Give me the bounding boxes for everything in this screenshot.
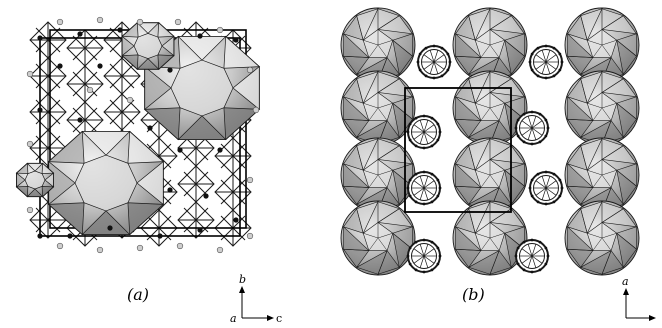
atom-dark: [57, 63, 63, 69]
spoked-ring: [528, 170, 564, 206]
atom-light: [216, 26, 224, 34]
polyhedron-upper-mid: [121, 21, 175, 71]
spoked-ring: [406, 238, 442, 274]
spoked-ring: [528, 44, 564, 80]
atom-light: [136, 18, 144, 26]
atom-dark: [67, 233, 73, 239]
atom-dark: [97, 63, 103, 69]
atom-dark: [203, 193, 209, 199]
panel-a: (a) b a c: [15, 16, 282, 325]
atom-dark: [37, 107, 43, 113]
panel-a-label: (a): [127, 285, 149, 304]
panel-a-polyhedra: [15, 21, 261, 236]
icosahedron: [340, 70, 416, 146]
polyhedron-lower-left: [47, 130, 165, 236]
atom-light: [176, 242, 184, 250]
panel-a-axis-c: c: [276, 312, 282, 325]
panel-a-axis-a: a: [230, 312, 237, 325]
atom-dark: [37, 35, 43, 41]
atom-dark: [37, 233, 43, 239]
panel-b-label: (b): [462, 285, 485, 304]
panel-b-axes-indicator: a: [622, 275, 656, 321]
icosahedron: [564, 137, 640, 213]
atom-dark: [217, 147, 223, 153]
icosahedron: [452, 70, 528, 146]
atom-dark: [77, 117, 83, 123]
atom-light: [56, 242, 64, 250]
atom-light: [96, 16, 104, 24]
spoked-ring: [514, 238, 550, 274]
icosahedron: [452, 7, 528, 83]
atom-dark: [233, 37, 239, 43]
icosahedron: [564, 70, 640, 146]
atom-dark: [197, 33, 203, 39]
panel-a-axis-b: b: [239, 273, 246, 286]
icosahedron: [564, 7, 640, 83]
icosahedron: [340, 7, 416, 83]
atom-dark: [107, 225, 113, 231]
panel-b-unit-cell: [404, 87, 512, 213]
icosahedron: [452, 200, 528, 276]
atom-light: [246, 66, 254, 74]
atom-light: [174, 18, 182, 26]
spoked-ring: [406, 170, 442, 206]
panel-b-rings: [406, 44, 564, 274]
atom-light: [86, 86, 94, 94]
spoked-ring: [514, 110, 550, 146]
icosahedron: [340, 137, 416, 213]
atom-dark: [157, 233, 163, 239]
atom-dark: [167, 67, 173, 73]
atom-light: [126, 96, 134, 104]
panel-b-icosahedra: [340, 7, 640, 276]
atom-dark: [147, 125, 153, 131]
atom-dark: [177, 147, 183, 153]
atom-light: [56, 18, 64, 26]
atom-dark: [197, 227, 203, 233]
spoked-ring: [406, 114, 442, 150]
spoked-ring: [416, 44, 452, 80]
panel-b: (b) a: [340, 7, 656, 321]
polyhedron-edge-left: [15, 162, 55, 198]
atom-dark: [77, 31, 83, 37]
panel-a-axes-indicator: b a c: [230, 273, 282, 325]
icosahedron: [564, 200, 640, 276]
atom-light: [26, 70, 34, 78]
panel-b-axis-a: a: [622, 275, 629, 288]
atom-light: [246, 232, 254, 240]
atom-light: [216, 246, 224, 254]
icosahedron: [340, 200, 416, 276]
atom-dark: [117, 27, 123, 33]
atom-dark: [167, 187, 173, 193]
atom-light: [136, 244, 144, 252]
panel-a-atoms: [26, 16, 260, 254]
atom-light: [26, 140, 34, 148]
atom-light: [26, 206, 34, 214]
atom-light: [252, 106, 260, 114]
atom-dark: [233, 217, 239, 223]
atom-light: [96, 246, 104, 254]
atom-light: [246, 176, 254, 184]
